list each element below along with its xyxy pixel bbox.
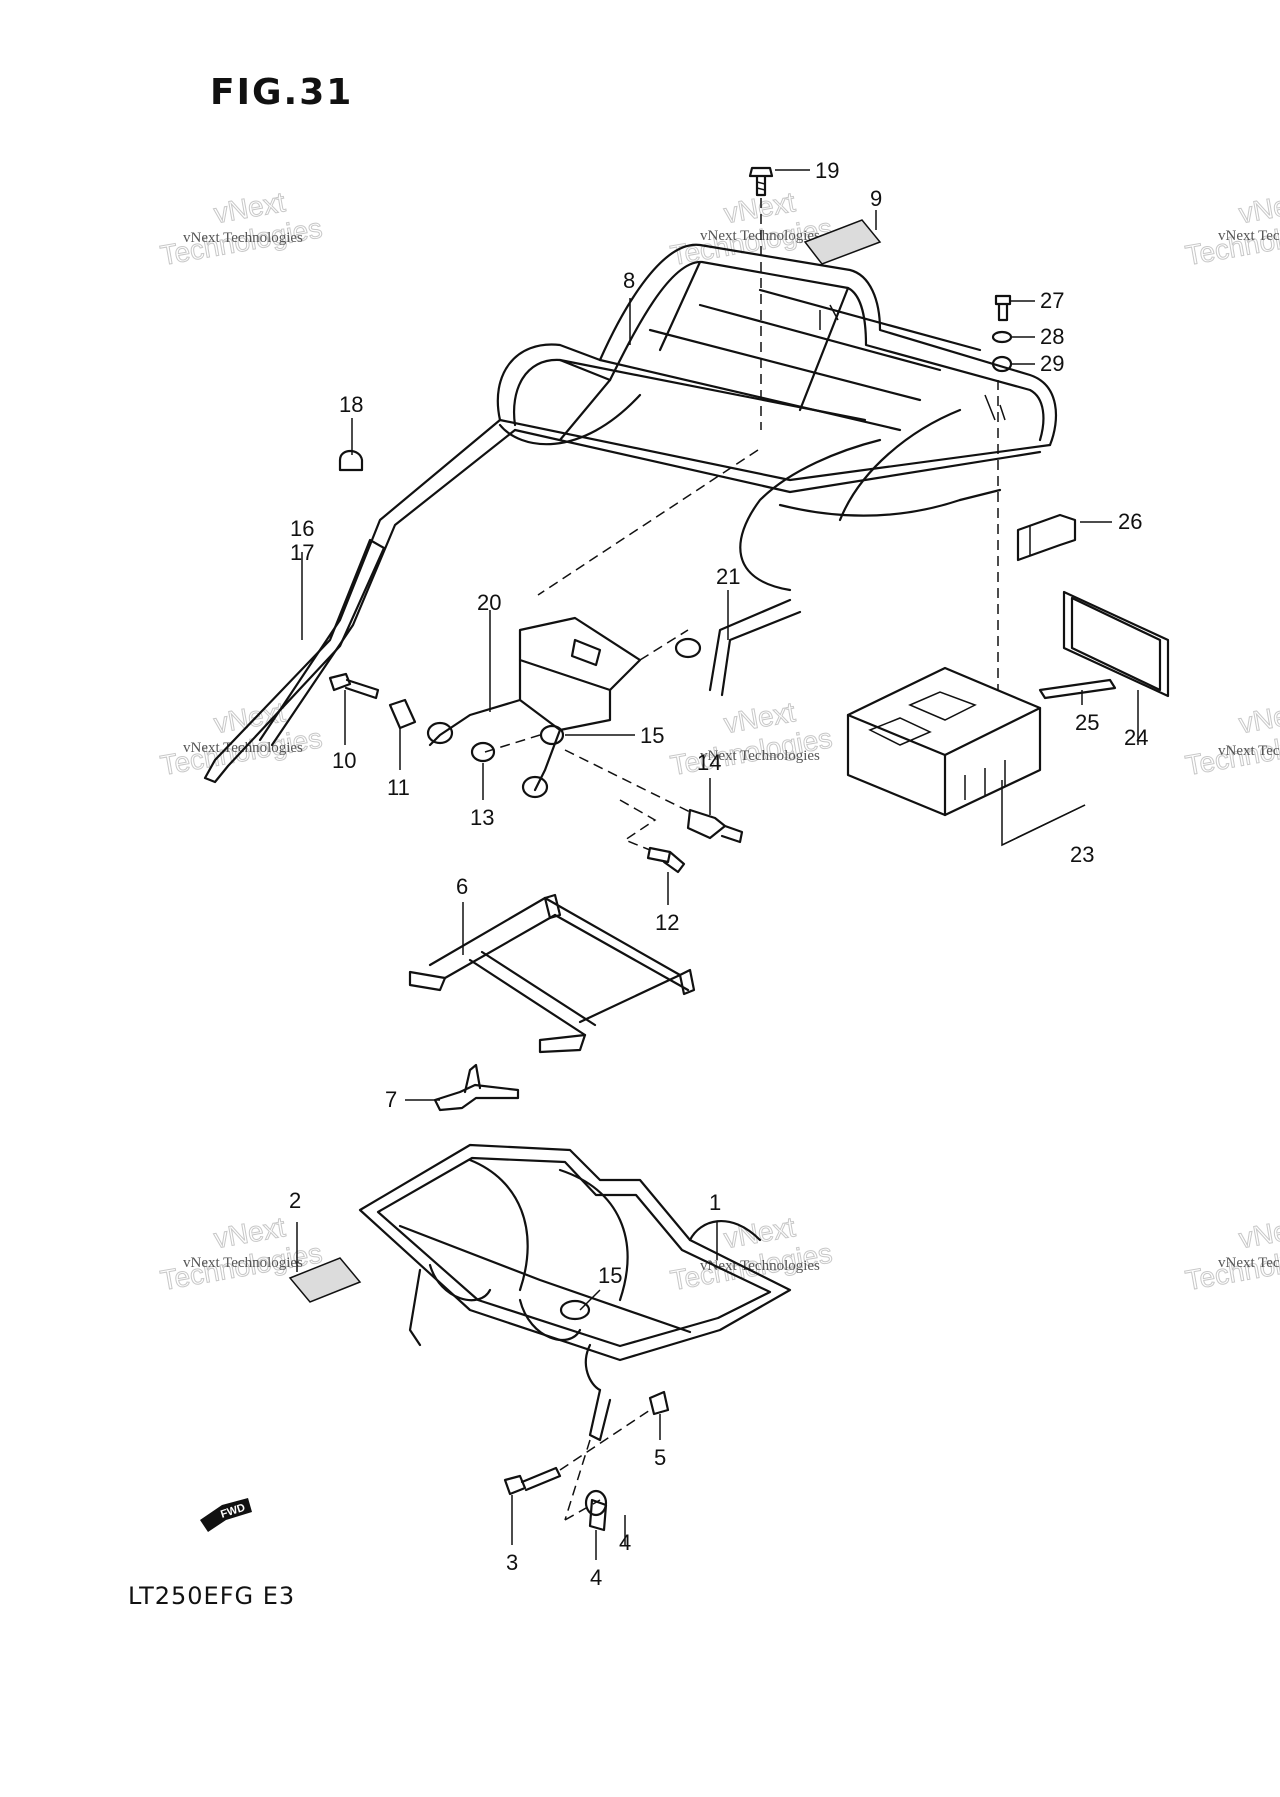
callout-6: 6 <box>456 874 468 899</box>
callout-4b: 4 <box>619 1530 631 1555</box>
callout-12: 12 <box>655 910 679 935</box>
watermark-stamp: vNext Technologies <box>1183 186 1280 272</box>
bolt-part-12 <box>646 846 686 874</box>
collar-part-13 <box>470 741 496 763</box>
callout-16: 15 <box>598 1263 622 1288</box>
callout-14: 14 <box>697 750 721 775</box>
callout-2: 2 <box>289 1188 301 1213</box>
leader-23 <box>1001 780 1086 847</box>
guide-line <box>537 449 759 596</box>
callout-5: 5 <box>654 1445 666 1470</box>
callout-24: 24 <box>1124 725 1148 750</box>
washer-part-28 <box>991 330 1013 344</box>
callout-10: 10 <box>332 748 356 773</box>
callout-15: 15 <box>640 723 664 748</box>
cap-part-19 <box>338 449 364 472</box>
fwd-label: FWD <box>219 1502 247 1521</box>
watermark-text: vNext Technologies <box>700 228 820 244</box>
clamp-part-7 <box>433 1063 520 1112</box>
watermark-big-1: vNext <box>1237 696 1280 739</box>
storage-box-part-23 <box>846 666 1042 817</box>
bolt-part-27 <box>994 294 1012 322</box>
callout-20: 20 <box>477 590 501 615</box>
lid-part-24 <box>1062 590 1170 698</box>
watermark-stamp: vNext Technologies <box>668 696 835 782</box>
guide-line <box>639 629 689 661</box>
callout-29: 29 <box>1040 351 1064 376</box>
callout-1: 1 <box>709 1190 721 1215</box>
callout-19: 18 <box>339 392 363 417</box>
bolt-part-10 <box>328 672 380 700</box>
watermark-text: vNext Technologies <box>1218 228 1280 244</box>
watermark-big-1: vNext <box>1237 186 1280 229</box>
leader-16 <box>579 1289 601 1311</box>
rear-carrier-upper-part-8 <box>258 243 1058 747</box>
clip-part-26 <box>1016 513 1077 562</box>
callout-7: 7 <box>385 1087 397 1112</box>
forward-direction-badge: FWD <box>200 1498 252 1532</box>
model-code: LT250EFG E3 <box>128 1582 296 1610</box>
collar-part-11 <box>388 698 417 730</box>
nut-part-29 <box>991 355 1013 373</box>
callout-28: 28 <box>1040 324 1064 349</box>
watermark-stamp: vNext Technologies <box>158 186 325 272</box>
callout-8: 8 <box>623 268 635 293</box>
watermark-stamp: vNext Technologies <box>1183 1211 1280 1297</box>
watermark-stamp: vNext Technologies <box>1183 696 1280 782</box>
assembly-guide-lines <box>484 198 999 1521</box>
guide-line <box>484 734 541 753</box>
watermark-stamp: vNext Technologies <box>668 186 835 272</box>
bolt-part-14 <box>686 808 744 844</box>
bracket-part-20 <box>426 616 642 799</box>
callout-17: 16 <box>290 516 314 541</box>
rear-carrier-lower-part-1 <box>358 1143 792 1442</box>
callout-numbers: 19 9 8 27 28 29 18 16 17 20 21 26 24 25 … <box>289 158 1148 1590</box>
callout-22: 21 <box>716 564 740 589</box>
collar-part-4a <box>584 1489 608 1517</box>
callout-3: 3 <box>506 1550 518 1575</box>
watermark-text: vNext Technologies <box>183 740 303 756</box>
watermark-text: vNext Technologies <box>1218 1255 1280 1271</box>
collar-part-4b <box>588 1498 608 1532</box>
guide-line <box>559 1409 651 1471</box>
nut-part-15 <box>539 724 565 746</box>
callout-9: 9 <box>870 186 882 211</box>
watermark-text: vNext Technologies <box>700 1258 820 1274</box>
callout-25: 25 <box>1075 710 1099 735</box>
callout-18: 17 <box>290 540 314 565</box>
guide-line <box>564 1439 601 1521</box>
watermark-text: vNext Technologies <box>1218 743 1280 759</box>
figure-title: FIG.31 <box>210 72 354 113</box>
callout-27: 27 <box>1040 288 1064 313</box>
callout-23: 23 <box>1070 842 1094 867</box>
guide-line <box>619 799 657 851</box>
watermark-big-1: vNext <box>1237 1211 1280 1254</box>
support-rod-part-17-18 <box>203 538 386 784</box>
nut-part-22 <box>674 637 702 659</box>
label-part-9 <box>803 219 882 265</box>
label-part-2 <box>288 1257 362 1303</box>
callout-11: 11 <box>387 775 410 800</box>
carrier-brace-part-6 <box>408 893 696 1054</box>
watermark-text: vNext Technologies <box>700 748 820 764</box>
callout-leader-lines <box>296 169 1139 1560</box>
callout-13: 13 <box>470 805 494 830</box>
cap-part-5 <box>648 1390 670 1416</box>
guide-line <box>564 749 691 813</box>
callout-26: 26 <box>1118 509 1142 534</box>
watermark-text: vNext Technologies <box>183 1255 303 1271</box>
bolt-part-3 <box>503 1466 562 1496</box>
bolt-part-21 <box>748 166 774 197</box>
leader-23b <box>1001 804 1086 846</box>
bracket-part-25 <box>1038 678 1117 700</box>
callout-21: 19 <box>815 158 839 183</box>
watermark-text: vNext Technologies <box>183 230 303 246</box>
callout-4a: 4 <box>590 1565 602 1590</box>
